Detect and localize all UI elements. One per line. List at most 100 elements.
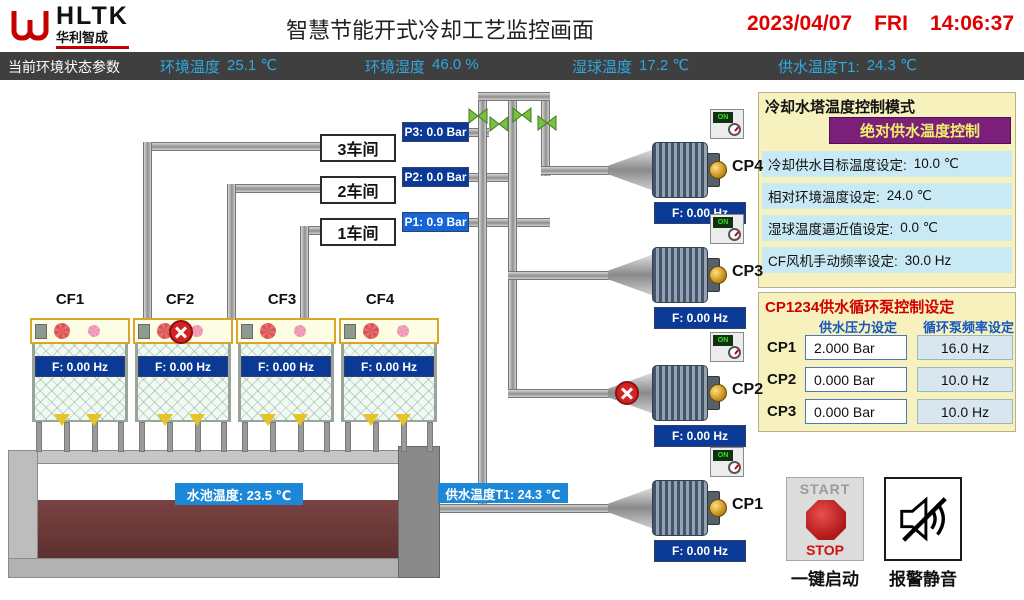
pool-rim — [8, 450, 440, 464]
freq-column-header: 循环泵频率设定 — [923, 320, 1015, 335]
tower-leg — [242, 422, 248, 452]
company-logo: HLTK 华利智成 — [10, 4, 129, 49]
wetbulb-temp-label: 湿球温度 — [572, 59, 633, 76]
pump-freq-field-cp3[interactable]: 10.0 Hz — [917, 399, 1013, 424]
pipe — [432, 504, 614, 513]
gauge-needle — [734, 464, 739, 470]
setting-value[interactable]: 24.0 ℃ — [886, 188, 932, 203]
fan-icon — [54, 323, 70, 339]
setting-label: 冷却供水目标温度设定: — [768, 158, 907, 173]
tower-leg — [427, 422, 433, 452]
header: HLTK 华利智成 智慧节能开式冷却工艺监控画面 2023/04/07 FRI … — [0, 0, 1024, 52]
spout-icon — [189, 414, 205, 426]
datetime: 2023/04/07 FRI 14:06:37 — [747, 12, 1014, 36]
pump-pressure-field-cp3[interactable]: 0.000 Bar — [805, 399, 907, 424]
fan-icon — [363, 323, 379, 339]
tower-freq-display: F: 0.00 Hz — [241, 356, 331, 377]
tower-leg — [401, 422, 407, 452]
pump-freq-field-cp2[interactable]: 10.0 Hz — [917, 367, 1013, 392]
pump-indicator-panel: ON — [710, 109, 744, 139]
gauge-icon — [728, 461, 741, 474]
pump-pressure-field-cp1[interactable]: 2.000 Bar — [805, 335, 907, 360]
pump-inlet-cone — [608, 149, 654, 191]
pipe — [143, 142, 152, 320]
fan-motor-box — [344, 324, 356, 339]
setting-value[interactable]: 30.0 Hz — [904, 252, 952, 268]
one-key-start-button[interactable]: START STOP — [786, 477, 864, 561]
pool-right-pillar — [398, 446, 440, 578]
cooling-tower-cf3: F: 0.00 Hz — [236, 318, 336, 452]
spout-icon — [86, 414, 102, 426]
status-bar-label: 当前环境状态参数 — [8, 59, 120, 75]
fan-icon — [260, 323, 276, 339]
ambient-temp-value: 25.1 ℃ — [227, 57, 278, 74]
mute-caption: 报警静音 — [889, 570, 957, 589]
pool-bottom — [8, 558, 440, 578]
pipe — [478, 92, 550, 101]
on-indicator: ON — [713, 335, 733, 346]
pipe — [300, 226, 309, 320]
cooling-tower-cf4: F: 0.00 Hz — [339, 318, 439, 452]
setting-cf-fan-manual-freq[interactable]: CF风机手动频率设定: 30.0 Hz — [762, 247, 1012, 273]
setting-label: 相对环境温度设定: — [768, 190, 880, 205]
pump-freq-display: F: 0.00 Hz — [654, 425, 746, 447]
start-label: START — [799, 481, 851, 497]
spout-icon — [292, 414, 308, 426]
stop-label: STOP — [806, 542, 844, 558]
setting-relative-ambient-temp[interactable]: 相对环境温度设定: 24.0 ℃ — [762, 183, 1012, 209]
pump-freq-display: F: 0.00 Hz — [654, 307, 746, 329]
spout-icon — [157, 414, 173, 426]
pump-motor — [652, 247, 708, 303]
pump-shaft-icon — [709, 266, 727, 284]
tower-leg — [345, 422, 351, 452]
setting-value[interactable]: 10.0 ℃ — [913, 156, 959, 171]
pump-cp1: ON CP1 F: 0.00 Hz — [608, 447, 763, 562]
pump-indicator-panel: ON — [710, 447, 744, 477]
gauge-icon — [728, 123, 741, 136]
temp-control-mode-button[interactable]: 绝对供水温度控制 — [829, 117, 1011, 144]
valve-icon — [537, 115, 557, 131]
pump-cp4: ON CP4 F: 0.00 Hz — [608, 109, 763, 224]
setting-wetbulb-approach[interactable]: 湿球温度逼近值设定: 0.0 ℃ — [762, 215, 1012, 241]
cooling-tower-cf1: F: 0.00 Hz — [30, 318, 130, 452]
pipe — [508, 92, 517, 398]
pump-row-name-cp2: CP2 — [767, 371, 797, 388]
setting-label: CF风机手动频率设定: — [768, 254, 898, 269]
pump-freq-field-cp1[interactable]: 16.0 Hz — [917, 335, 1013, 360]
pressure-display-p2: P2: 0.0 Bar — [402, 167, 469, 187]
ambient-humidity-value: 46.0 % — [432, 56, 479, 73]
supply-temp-status-value: 24.3 ℃ — [866, 57, 917, 74]
spout-icon — [363, 414, 379, 426]
spout-icon — [54, 414, 70, 426]
pump-label: CP1 — [732, 496, 764, 513]
pump-label: CP3 — [732, 263, 764, 280]
supply-temp-status: 供水温度T1: 24.3 ℃ — [778, 56, 917, 77]
fan-icon — [294, 325, 306, 337]
logo-icon — [11, 10, 49, 40]
alarm-mute-button[interactable] — [884, 477, 962, 561]
tower-label-cf3: CF3 — [267, 291, 297, 308]
pipe — [469, 173, 517, 182]
setting-value[interactable]: 0.0 ℃ — [900, 220, 938, 235]
fault-x-icon-cp2 — [615, 381, 639, 405]
pump-indicator-panel: ON — [710, 332, 744, 362]
pump-motor — [652, 480, 708, 536]
logo-main-text: HLTK — [56, 2, 129, 30]
tower-top — [236, 318, 336, 344]
ambient-humidity-label: 环境湿度 — [365, 59, 426, 76]
pump-indicator-panel: ON — [710, 214, 744, 244]
pump-pressure-field-cp2[interactable]: 0.000 Bar — [805, 367, 907, 392]
pump-cp3: ON CP3 F: 0.00 Hz — [608, 214, 763, 329]
wetbulb-temp-value: 17.2 ℃ — [639, 57, 690, 74]
workshop-1: 1车间 — [320, 218, 396, 246]
start-caption: 一键启动 — [791, 570, 859, 589]
tower-leg — [167, 422, 173, 452]
tower-leg — [221, 422, 227, 452]
setting-target-supply-temp[interactable]: 冷却供水目标温度设定: 10.0 ℃ — [762, 151, 1012, 177]
tower-label-cf2: CF2 — [165, 291, 195, 308]
tower-label-cf1: CF1 — [55, 291, 85, 308]
pump-motor — [652, 142, 708, 198]
tower-leg — [139, 422, 145, 452]
ambient-humidity: 环境湿度 46.0 % — [365, 56, 479, 77]
pump-row-name-cp1: CP1 — [767, 339, 797, 356]
